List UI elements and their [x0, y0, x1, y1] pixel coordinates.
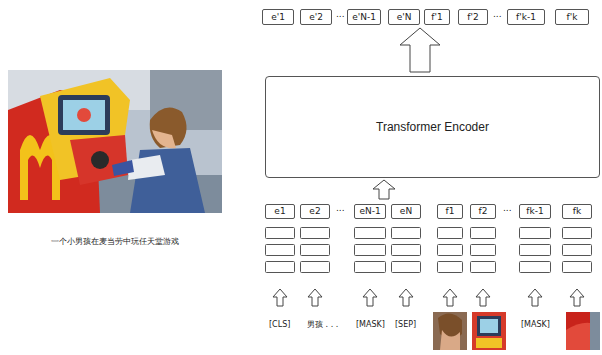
- column-arrow: [476, 289, 490, 306]
- input-token: [MASK]: [356, 321, 385, 330]
- node-text: e2: [309, 207, 320, 216]
- embedding-layer: [355, 245, 386, 256]
- output-token: e'2: [300, 9, 332, 25]
- output-token: f'k: [555, 9, 589, 25]
- photo-caption: 一个小男孩在麦当劳中玩任天堂游戏: [51, 238, 179, 247]
- embedding-layer: [301, 262, 330, 273]
- embedding-layer: [266, 262, 295, 273]
- embedding-layer: [438, 262, 463, 273]
- embedding-layer: [392, 245, 421, 256]
- embedding-layer: [392, 228, 421, 239]
- input-embedding: f2: [470, 204, 496, 219]
- node-text: fk-1: [526, 207, 543, 216]
- node-text: e'N: [397, 13, 412, 22]
- node-text: e'1: [271, 13, 285, 22]
- column-arrow: [273, 289, 287, 306]
- output-token: e'N-1: [347, 9, 381, 25]
- embedding-layer: [301, 245, 330, 256]
- output-token: f'1: [424, 9, 450, 25]
- column-arrow: [528, 289, 542, 306]
- node-text: e1: [274, 207, 285, 216]
- embedding-layer: [563, 228, 592, 239]
- embedding-layer: [563, 262, 592, 273]
- column-arrow: [363, 289, 377, 306]
- node-text: e'N-1: [352, 13, 376, 22]
- output-token: e'N: [388, 9, 420, 25]
- input-embedding: e1: [265, 204, 295, 219]
- embedding-layer: [266, 228, 295, 239]
- column-arrow: [399, 289, 413, 306]
- input-token: 男孩 . . .: [307, 321, 338, 330]
- embedding-layer: [355, 228, 386, 239]
- node-text: f1: [446, 207, 455, 216]
- photo: [8, 70, 222, 213]
- image-patch: [433, 312, 467, 350]
- node-text: f'2: [467, 13, 478, 22]
- ellipsis: ...: [336, 204, 345, 214]
- embedding-layer: [471, 262, 496, 273]
- node-text: e'2: [309, 13, 323, 22]
- input-embedding: fk: [562, 204, 592, 219]
- embedding-layer: [266, 245, 295, 256]
- node-text: eN: [400, 207, 412, 216]
- node-text: fk: [573, 207, 581, 216]
- node-text: Transformer Encoder: [376, 121, 489, 133]
- image-patch: [472, 312, 506, 350]
- input-token: [MASK]: [521, 321, 550, 330]
- embedding-layer: [301, 228, 330, 239]
- embedding-layer: [471, 245, 496, 256]
- input-embedding: fk-1: [519, 204, 551, 219]
- ellipsis: ...: [336, 10, 345, 20]
- image-patch: [566, 312, 600, 350]
- output-token: f'k-1: [507, 9, 545, 25]
- input-arrow: [373, 180, 395, 199]
- output-arrow: [400, 28, 440, 72]
- ellipsis: ...: [503, 204, 512, 214]
- column-arrow: [570, 289, 584, 306]
- embedding-layer: [471, 228, 496, 239]
- embedding-columns: [266, 228, 592, 307]
- input-token: [SEP]: [395, 321, 416, 330]
- embedding-layer: [520, 228, 551, 239]
- embedding-layer: [355, 262, 386, 273]
- node-text: f'k-1: [516, 13, 536, 22]
- embedding-layer: [520, 245, 551, 256]
- embedding-layer: [520, 262, 551, 273]
- embedding-layer: [563, 245, 592, 256]
- column-arrow: [443, 289, 457, 306]
- node-text: eN-1: [359, 207, 380, 216]
- embedding-layer: [438, 245, 463, 256]
- encoder-box: Transformer Encoder: [265, 76, 600, 178]
- node-text: f2: [479, 207, 488, 216]
- input-token: [CLS]: [269, 321, 290, 330]
- input-embedding: f1: [437, 204, 463, 219]
- column-arrow: [308, 289, 322, 306]
- embedding-layer: [438, 228, 463, 239]
- output-token: f'2: [458, 9, 488, 25]
- input-embedding: eN: [391, 204, 421, 219]
- input-embedding: eN-1: [354, 204, 386, 219]
- embedding-layer: [392, 262, 421, 273]
- output-token: e'1: [262, 9, 294, 25]
- node-text: f'1: [431, 13, 442, 22]
- input-embedding: e2: [300, 204, 330, 219]
- node-text: f'k: [567, 13, 578, 22]
- ellipsis: ...: [493, 10, 502, 20]
